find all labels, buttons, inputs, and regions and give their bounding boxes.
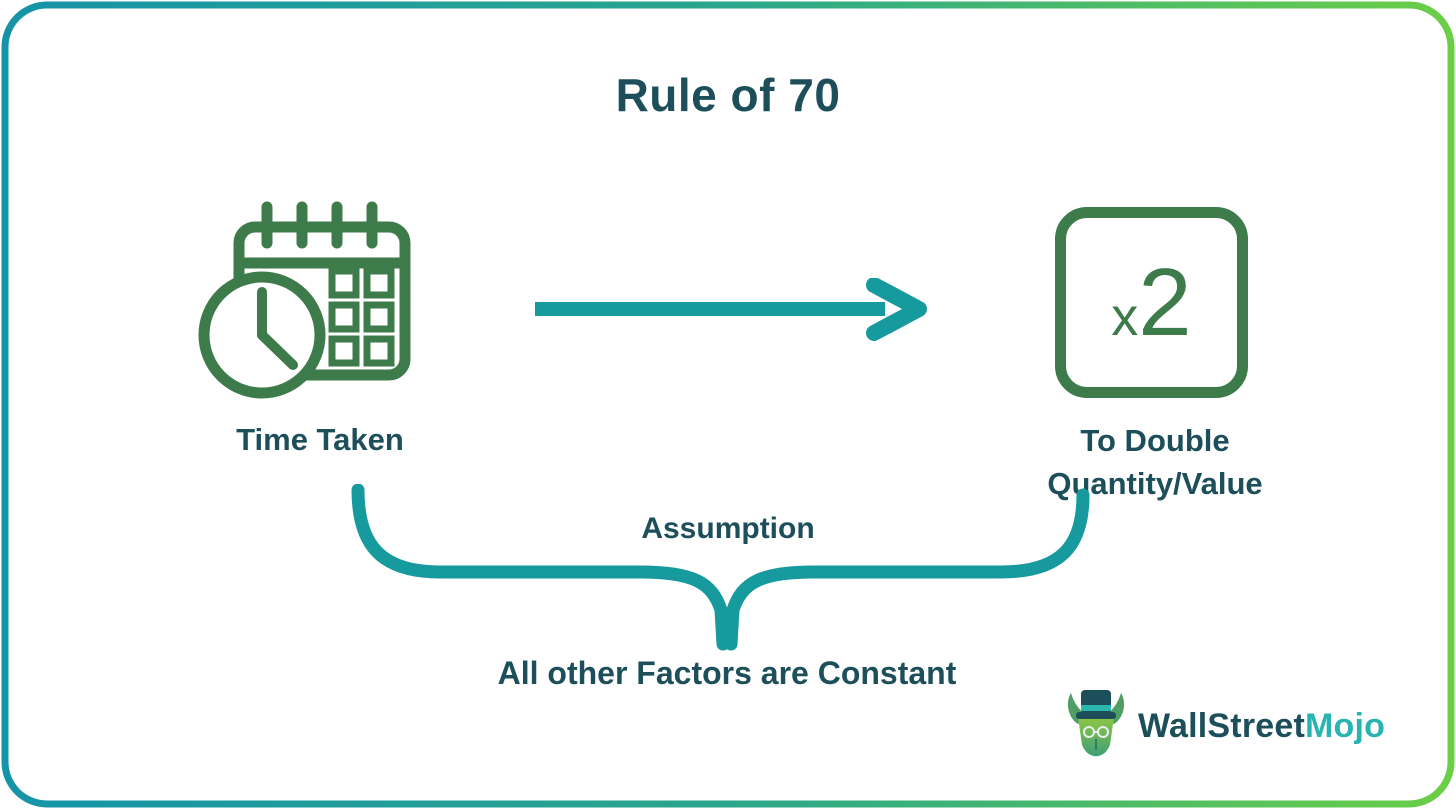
logo-text-secondary: Mojo — [1305, 706, 1386, 745]
assumption-label: Assumption — [641, 512, 815, 545]
time-taken-label: Time Taken — [236, 422, 404, 457]
multiplier-value: 2 — [1138, 248, 1192, 356]
multiplier-prefix: x — [1111, 286, 1139, 347]
logo-text-primary: WallStreet — [1138, 706, 1306, 745]
x2-multiplier-box: x 2 — [1055, 207, 1248, 398]
to-double-line1: To Double — [1080, 423, 1230, 458]
calendar-clock-icon — [198, 201, 411, 399]
curly-brace-down-icon — [351, 484, 1090, 651]
bull-mascot-icon — [1067, 690, 1125, 757]
wallstreetmojo-logo: WallStreetMojo — [1064, 684, 1385, 768]
page-title: Rule of 70 — [615, 69, 841, 121]
wallstreetmojo-wordmark: WallStreetMojo — [1138, 707, 1385, 746]
x2-multiplier-text: x 2 — [1111, 248, 1192, 356]
right-arrow-icon — [535, 278, 927, 341]
constant-factors-label: All other Factors are Constant — [497, 655, 957, 691]
